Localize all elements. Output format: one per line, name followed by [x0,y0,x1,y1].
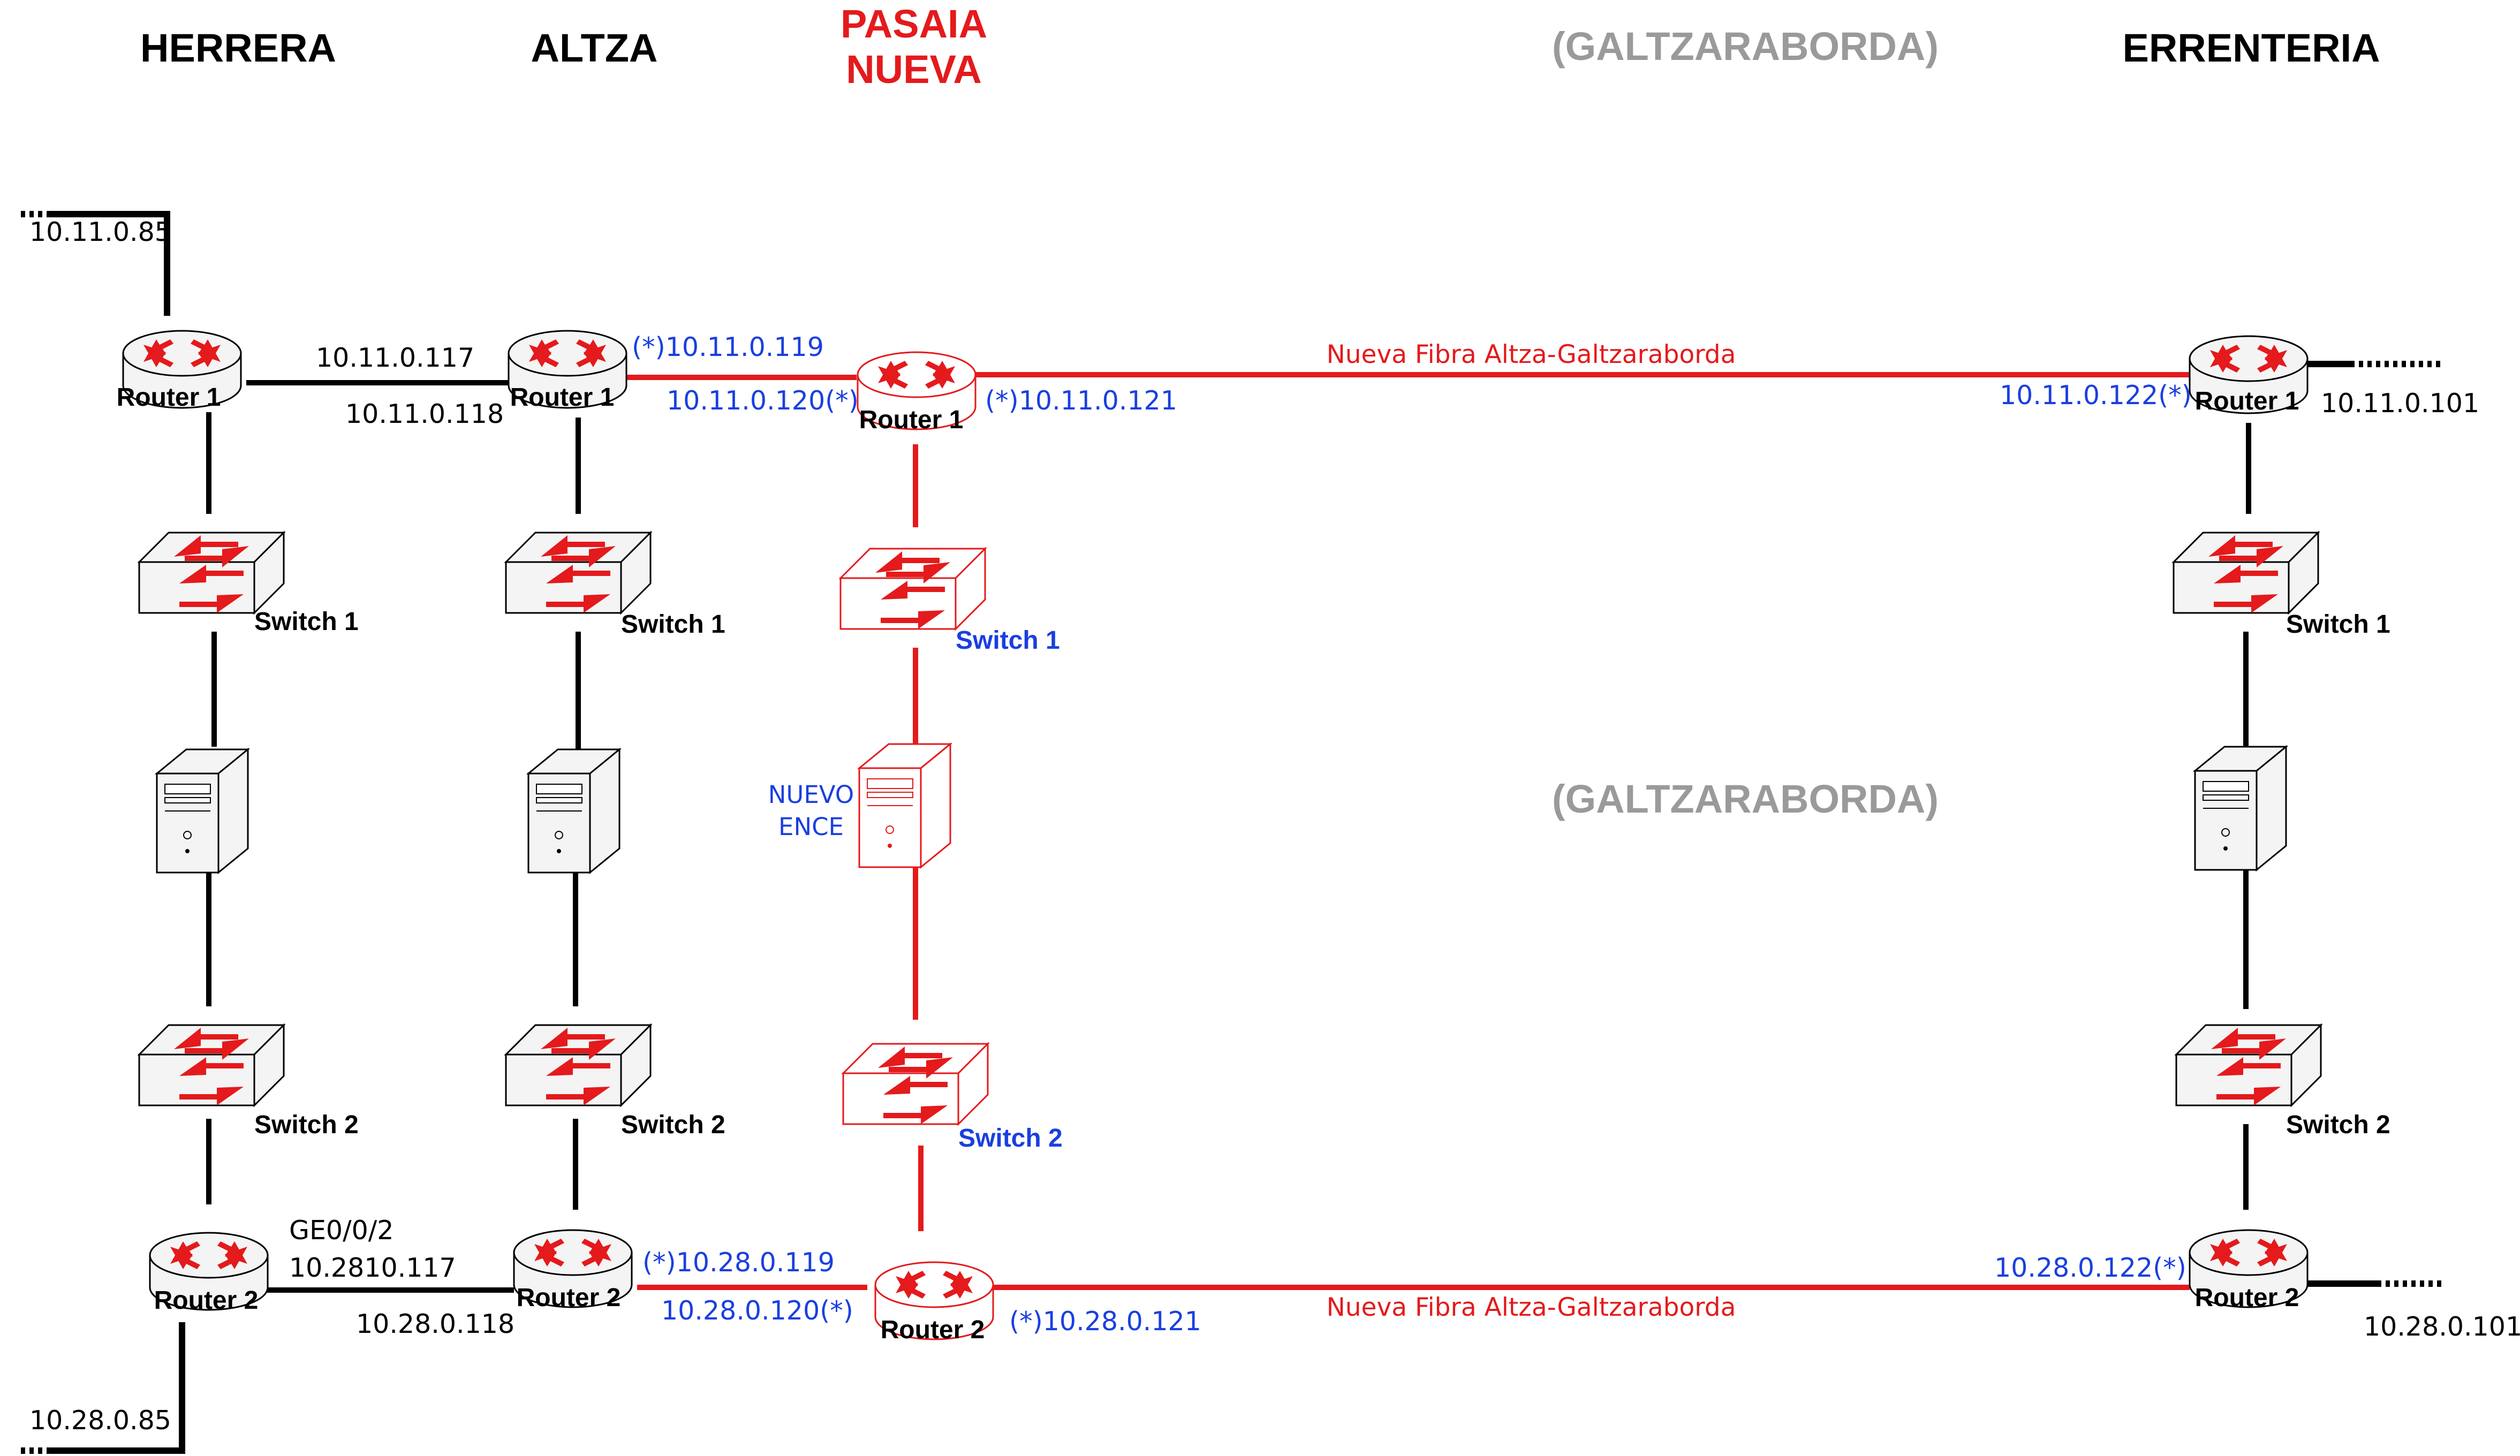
herrera-r1-uplink [51,211,170,316]
ip-altza-r1-pasaia: (*)10.11.0.119 [632,332,824,362]
ip-altza-r2-pasaia: (*)10.28.0.119 [642,1247,835,1278]
errenteria-router-2-label: Router 2 [2195,1284,2299,1312]
site-title-pasaia-line2: NUEVA [846,47,982,92]
ip-herrera-r2-port: GE0/0/2 [289,1215,393,1246]
herrera-switch-2-icon[interactable] [138,1024,285,1106]
fibra-label-router2: Nueva Fibra Altza-Galtzaraborda [1327,1293,1736,1322]
ip-herrera-r1-altza: 10.11.0.117 [316,343,474,373]
herrera-switch-2-label: Switch 2 [254,1111,359,1139]
site-title-herrera: HERRERA [140,26,336,70]
errenteria-router-1-label: Router 1 [2195,387,2299,415]
site-title-galtzaraborda-mid: (GALTZARABORDA) [1552,777,1939,821]
herrera-switch-1-label: Switch 1 [254,608,359,636]
pasaia-server-icon[interactable] [858,743,951,868]
errenteria-switch-1-icon[interactable] [2173,532,2319,614]
errenteria-server-icon[interactable] [2194,746,2287,871]
site-title-errenteria: ERRENTERIA [2122,26,2380,70]
altza-switch-2-label: Switch 2 [621,1111,725,1139]
altza-switch-1-label: Switch 1 [621,610,725,639]
altza-router-1-label: Router 1 [510,383,615,412]
pasaia-server-label-line1: NUEVO [768,780,854,809]
fibra-label-router1: Nueva Fibra Altza-Galtzaraborda [1327,340,1736,369]
ip-pasaia-r2-altza: 10.28.0.120(*) [661,1295,853,1326]
ip-herrera-uplink-r1: 10.11.0.85 [29,217,171,247]
herrera-router-2-label: Router 2 [154,1286,259,1315]
ip-pasaia-r1-altza: 10.11.0.120(*) [667,385,859,416]
ip-errenteria-r1-uplink: 10.11.0.101 [2321,388,2479,419]
pasaia-switch-1-label: Switch 1 [956,626,1060,655]
herrera-r2-uplink [51,1322,185,1454]
ip-herrera-r2-altza: 10.2810.117 [289,1253,456,1283]
ip-herrera-uplink-r2: 10.28.0.85 [29,1405,171,1436]
pasaia-switch-2-label: Switch 2 [958,1124,1063,1152]
altza-server-icon[interactable] [527,748,620,874]
ip-errenteria-r2-west: 10.28.0.122(*) [1994,1253,2186,1283]
links [19,211,2441,1454]
pasaia-router-1-label: Router 1 [859,406,964,434]
ip-labels: 10.11.0.85 10.11.0.117 10.11.0.118 (*)10… [29,217,2520,1436]
altza-switch-1-icon[interactable] [505,532,652,614]
site-title-pasaia-line1: PASAIA [841,2,987,46]
errenteria-switch-2-icon[interactable] [2175,1024,2322,1106]
errenteria-switch-2-label: Switch 2 [2286,1111,2390,1139]
device-labels: Router 1 Router 1 Router 1 Router 1 Rout… [117,383,2390,1344]
altza-router-2-label: Router 2 [517,1284,621,1312]
pasaia-router-2-label: Router 2 [881,1316,985,1344]
herrera-devices [122,330,285,1311]
site-title-galtzaraborda: (GALTZARABORDA) [1552,24,1939,69]
ip-altza-r2-herrera: 10.28.0.118 [356,1309,514,1339]
site-titles: HERRERA ALTZA PASAIA NUEVA (GALTZARABORD… [140,2,2380,821]
herrera-server-icon[interactable] [156,748,249,874]
pasaia-switch-1-icon[interactable] [839,548,986,630]
pasaia-server-label-line2: ENCE [778,813,844,841]
pasaia-switch-2-icon[interactable] [842,1043,989,1125]
ip-errenteria-r1-west: 10.11.0.122(*) [2000,380,2192,411]
errenteria-switch-1-label: Switch 1 [2286,610,2390,639]
ip-pasaia-r1-east: (*)10.11.0.121 [985,385,1177,416]
altza-switch-2-icon[interactable] [505,1024,652,1106]
fibra-labels: Nueva Fibra Altza-Galtzaraborda Nueva Fi… [1327,340,1736,1322]
herrera-router-1-label: Router 1 [117,383,221,412]
ip-errenteria-r2-uplink: 10.28.0.101 [2364,1311,2520,1342]
ip-altza-r1-herrera: 10.11.0.118 [345,399,504,429]
herrera-switch-1-icon[interactable] [138,532,285,614]
site-title-altza: ALTZA [531,26,658,70]
ip-pasaia-r2-east: (*)10.28.0.121 [1009,1306,1201,1337]
